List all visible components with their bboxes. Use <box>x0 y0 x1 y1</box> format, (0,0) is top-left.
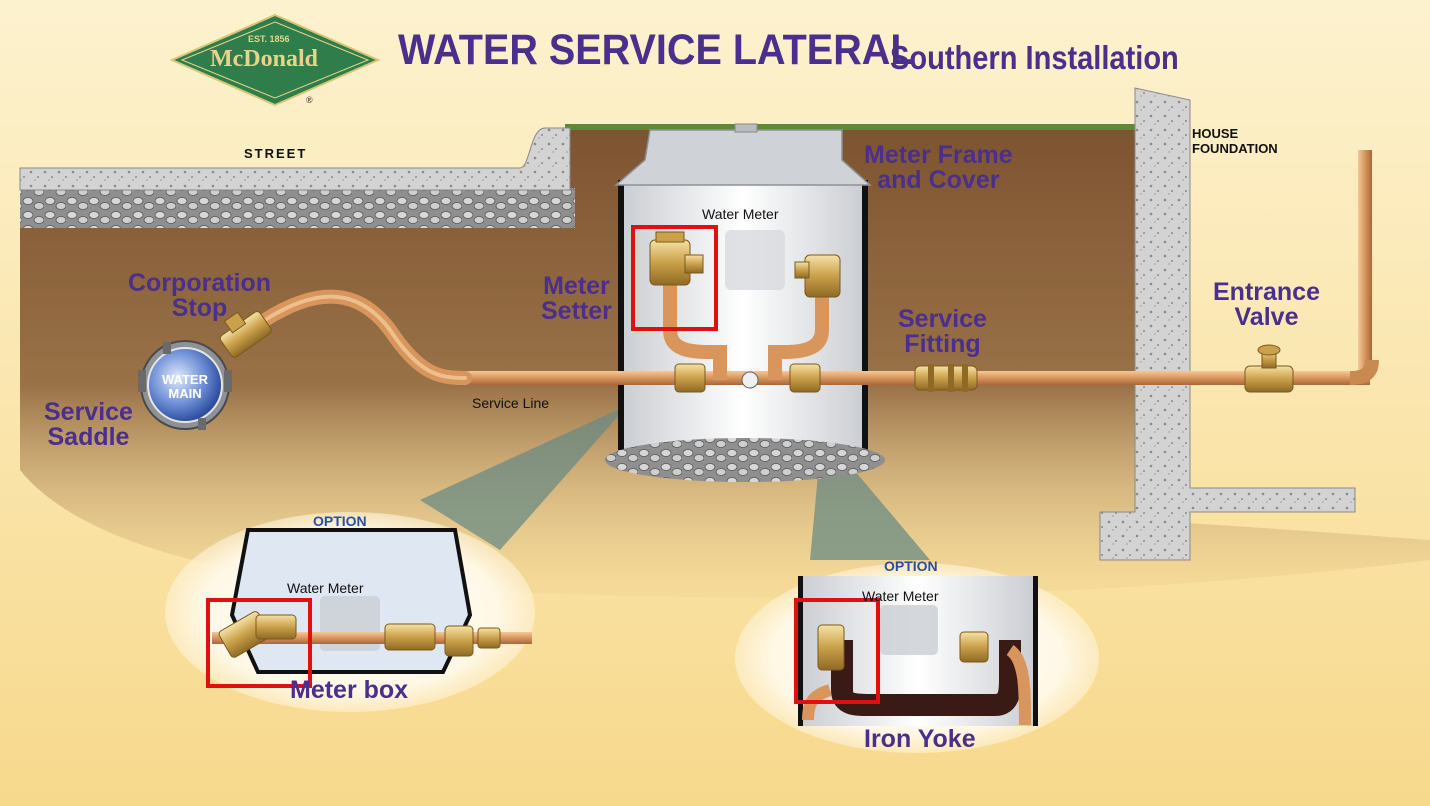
iron-yoke-caption: Iron Yoke <box>864 725 976 753</box>
page-subtitle: Southern Installation <box>890 39 1179 76</box>
highlight-box-iron-yoke <box>794 598 880 704</box>
corporation-stop-label: Corporation Stop <box>128 271 271 321</box>
meter-setter-line-2: Setter <box>541 297 612 325</box>
corporation-stop-line-2: Stop <box>171 294 228 322</box>
service-saddle-line-2: Saddle <box>47 423 130 451</box>
meter-box-caption: Meter box <box>290 676 409 704</box>
water-main-label: WATER MAIN <box>154 373 216 400</box>
meter-box-water-meter-label: Water Meter <box>287 580 364 596</box>
option-label-meter-box: OPTION <box>313 513 367 529</box>
corporation-stop <box>219 311 272 358</box>
service-saddle-line-1: Service <box>44 398 133 426</box>
water-main-line-2: MAIN <box>168 385 202 401</box>
house-foundation-line-2: FOUNDATION <box>1192 140 1278 156</box>
service-fitting-line-1: Service <box>898 305 987 333</box>
service-fitting-label: Service Fitting <box>898 307 987 357</box>
setter-riser-left <box>663 268 727 380</box>
logo-est: EST. 1856 <box>248 34 290 44</box>
highlight-box-pit <box>631 225 718 331</box>
house-riser-pipe <box>1358 150 1372 375</box>
meter-setter-line-1: Meter <box>543 272 610 300</box>
mcdonald-logo <box>169 13 381 107</box>
water-main <box>147 347 223 423</box>
logo-name: McDonald <box>210 46 318 72</box>
entrance-valve-line-1: Entrance <box>1213 278 1320 306</box>
house-foundation-wall <box>1099 87 1356 561</box>
water-meter-label: Water Meter <box>702 206 779 222</box>
street-curb <box>19 127 571 191</box>
house-foundation-line-1: HOUSE <box>1192 126 1239 141</box>
setter-riser-right <box>768 290 829 380</box>
entrance-valve-line-2: Valve <box>1234 303 1299 331</box>
pit-gravel <box>605 438 885 482</box>
service-saddle-label: Service Saddle <box>44 400 133 450</box>
grass <box>565 124 1140 130</box>
street-gravel <box>20 188 575 228</box>
meter-frame-cover-label: Meter Frame and Cover <box>864 143 1013 193</box>
logo-registered-mark: ® <box>306 95 313 105</box>
meter-frame-cover <box>613 129 872 186</box>
entrance-valve <box>1244 365 1294 393</box>
projection-cone-left <box>420 405 628 550</box>
service-line-label: Service Line <box>472 395 550 411</box>
iron-yoke-water-meter-label: Water Meter <box>862 588 939 604</box>
corporation-stop-line-1: Corporation <box>128 269 272 297</box>
entrance-valve-label: Entrance Valve <box>1213 280 1320 330</box>
check-valve-right <box>804 254 841 298</box>
house-foundation-label: HOUSE FOUNDATION <box>1192 126 1278 157</box>
page-title: WATER SERVICE LATERAL <box>398 26 915 74</box>
highlight-box-meter-box <box>206 598 312 688</box>
service-fitting-line-2: Fitting <box>904 330 981 358</box>
street-label: STREET <box>244 146 308 161</box>
angle-valve-left <box>649 239 691 286</box>
water-main-line-1: WATER <box>162 372 208 387</box>
water-meter-ghost <box>725 230 785 290</box>
option-label-iron-yoke: OPTION <box>884 558 938 574</box>
meter-setter-label: Meter Setter <box>541 274 612 324</box>
iron-yoke-bar <box>831 640 1021 716</box>
meter-frame-line-1: Meter Frame <box>864 141 1013 169</box>
meter-frame-line-2: and Cover <box>877 166 1000 194</box>
